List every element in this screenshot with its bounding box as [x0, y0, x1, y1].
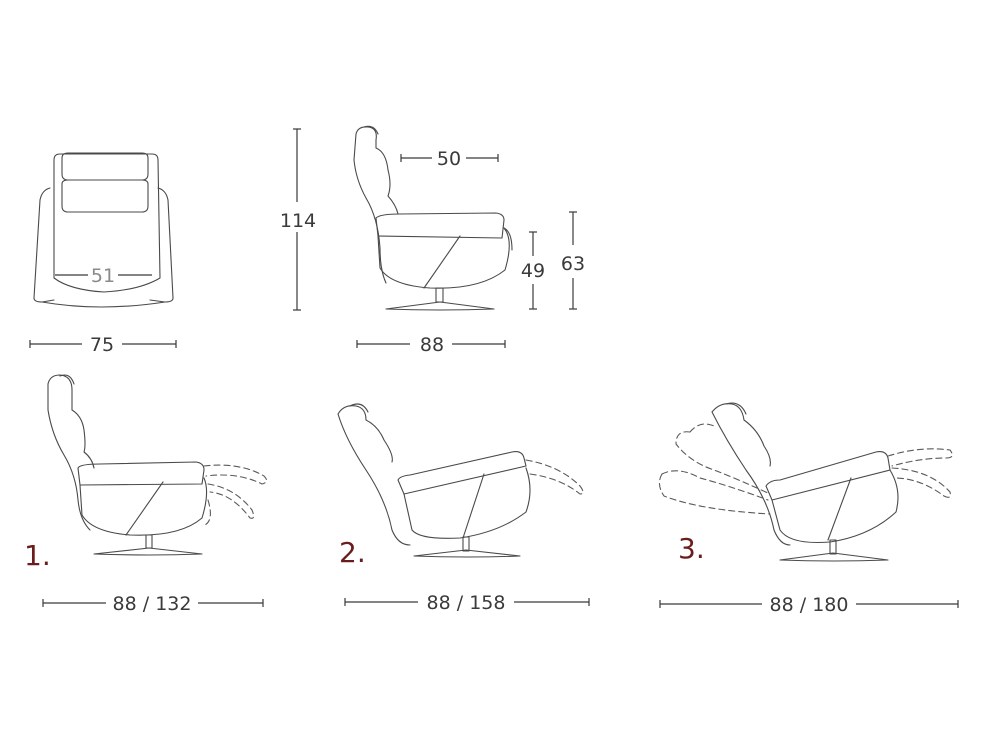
- arm-height-label: 63: [561, 253, 585, 275]
- front-view-chair: [33, 152, 174, 308]
- position-3-chair: [658, 402, 953, 562]
- position-3-dimension: 88 / 180: [659, 594, 959, 616]
- inner-width-dimension: 51: [55, 265, 152, 287]
- seat-depth-label: 50: [437, 148, 461, 170]
- position-3-number: 3.: [678, 532, 705, 565]
- position-2-label: 88 / 158: [427, 592, 506, 614]
- height-label: 114: [280, 210, 316, 232]
- arm-height-dimension: 63: [561, 211, 585, 310]
- position-2-dimension: 88 / 158: [344, 592, 590, 614]
- overall-width-dimension: 75: [29, 334, 177, 356]
- position-2-number: 2.: [339, 536, 366, 569]
- depth-dimension: 88: [356, 334, 506, 356]
- position-1-chair: [47, 374, 268, 556]
- depth-label: 88: [420, 334, 444, 356]
- inner-width-label: 51: [91, 265, 115, 287]
- position-1-label: 88 / 132: [113, 593, 192, 615]
- seat-depth-dimension: 50: [400, 148, 499, 170]
- overall-width-label: 75: [90, 334, 114, 356]
- position-1-number: 1.: [24, 539, 51, 572]
- seat-height-dimension: 49: [521, 231, 545, 310]
- position-2-chair: [337, 403, 584, 558]
- position-3-label: 88 / 180: [770, 594, 849, 616]
- height-dimension: 114: [280, 128, 316, 311]
- seat-height-label: 49: [521, 260, 545, 282]
- side-view-chair: [353, 125, 513, 311]
- position-1-dimension: 88 / 132: [42, 593, 264, 615]
